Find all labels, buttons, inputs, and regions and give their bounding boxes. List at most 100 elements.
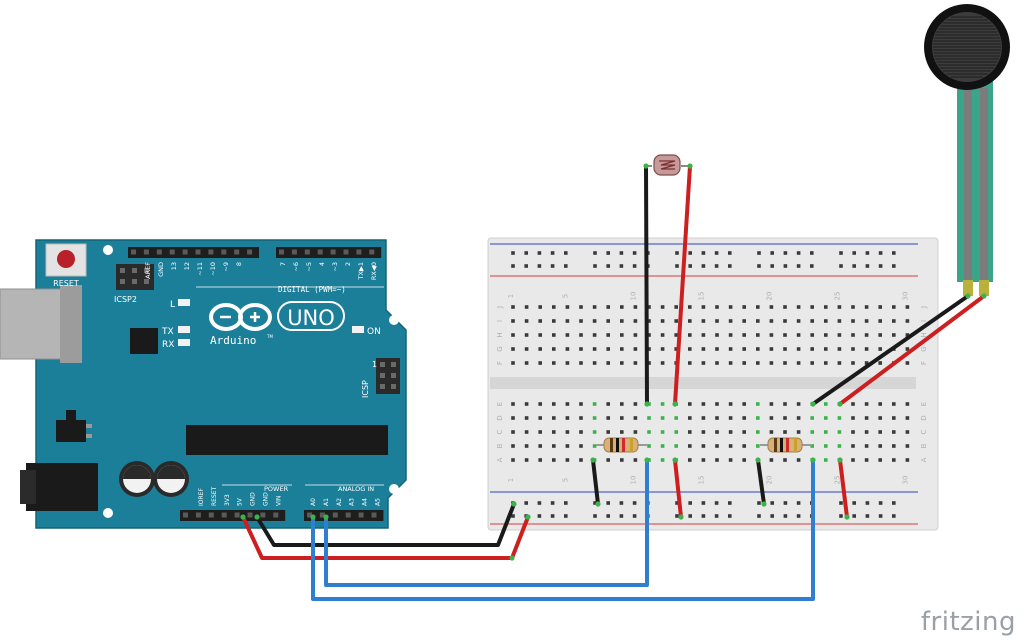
wire-fsr-red xyxy=(838,294,986,406)
power-label: POWER xyxy=(264,485,289,493)
column-number-top: 10 xyxy=(629,292,637,301)
row-letter: J xyxy=(496,306,504,309)
column-number-bottom: 5 xyxy=(561,478,569,482)
column-number-top: 5 xyxy=(561,294,569,298)
row-letter: H xyxy=(920,332,928,337)
analog-pin-label: A2 xyxy=(336,498,343,506)
row-letter: G xyxy=(496,346,504,351)
jumper-black-2 xyxy=(756,458,766,506)
analog-header xyxy=(304,510,384,521)
row-letter: B xyxy=(920,443,928,448)
column-number-top: 25 xyxy=(833,292,841,301)
wire-ldr-red xyxy=(673,164,692,406)
digital-pin-label: 13 xyxy=(170,262,178,270)
jumper-red-2 xyxy=(838,458,849,519)
row-letter: A xyxy=(496,457,504,462)
wire-endpoints xyxy=(240,163,987,561)
digital-pin-label: 7 xyxy=(279,262,287,266)
column-number-top: 20 xyxy=(765,292,773,301)
row-letter: C xyxy=(496,429,504,434)
jumper-red-1 xyxy=(673,458,683,519)
column-number-bottom: 10 xyxy=(629,476,637,485)
fritzing-brand-label: fritzing xyxy=(920,607,1016,637)
analog-pin-label: A5 xyxy=(375,498,382,506)
capacitor-2 xyxy=(153,461,189,497)
resistor-2 xyxy=(760,437,812,453)
wire-a0-blue xyxy=(311,458,815,601)
power-pin-label: RESET xyxy=(211,486,218,506)
digital-pin-label: AREF xyxy=(144,262,152,279)
analog-pin-label: A0 xyxy=(310,498,317,506)
digital-pin-label: TX▶1 xyxy=(357,262,365,281)
digital-pin-label: ~10 xyxy=(209,262,217,276)
row-letter: E xyxy=(496,402,504,406)
power-header xyxy=(180,510,286,521)
digital-pin-label: ~11 xyxy=(196,262,204,276)
power-pin-label: IOREF xyxy=(198,488,205,506)
digital-pin-label: 12 xyxy=(183,262,191,270)
digital-pin-label: GND xyxy=(157,262,165,277)
led-rx-label: RX xyxy=(162,340,174,350)
row-letter: G xyxy=(920,346,928,351)
digital-pin-label: 4 xyxy=(318,262,326,266)
analog-pin-label: A4 xyxy=(362,498,369,506)
column-number-bottom: 20 xyxy=(765,476,773,485)
digital-pin-label: RX◀0 xyxy=(370,262,378,280)
photoresistor xyxy=(646,154,690,176)
digital-pin-label: ~5 xyxy=(305,262,313,272)
analog-in-label: ANALOG IN xyxy=(338,485,374,493)
arduino-logo-icon xyxy=(209,303,272,331)
column-number-top: 15 xyxy=(697,292,705,301)
analog-pin-label: A1 xyxy=(323,498,330,506)
icsp2-label: ICSP2 xyxy=(114,295,137,304)
row-letter: H xyxy=(496,332,504,337)
led-on-label: ON xyxy=(367,327,381,337)
wire-ldr-black xyxy=(644,164,649,406)
row-letter: E xyxy=(920,402,928,406)
wires xyxy=(241,164,986,601)
wire-5v-red xyxy=(241,515,530,560)
capacitor-1 xyxy=(119,461,155,497)
uno-label: UNO xyxy=(287,306,335,330)
arduino-brand-label: Arduino xyxy=(210,334,256,347)
row-letter: D xyxy=(496,415,504,420)
power-pin-label: GND xyxy=(263,492,270,506)
trademark-label: TM xyxy=(266,334,273,339)
row-letter: F xyxy=(920,361,928,365)
row-letter: J xyxy=(920,306,928,309)
digital-pin-label: ~6 xyxy=(292,262,300,272)
led-tx-label: TX xyxy=(161,327,174,337)
row-letter: A xyxy=(920,457,928,462)
digital-pin-label: 2 xyxy=(344,262,352,266)
row-letter: C xyxy=(920,429,928,434)
fsr-sensing-area xyxy=(933,16,1001,78)
led-l-label: L xyxy=(170,300,175,310)
column-number-top: 30 xyxy=(901,292,909,301)
digital-pin-label: ~3 xyxy=(331,262,339,272)
row-letter: D xyxy=(920,415,928,420)
power-pin-labels: IOREF RESET 3V3 5V GND GND VIN xyxy=(198,486,282,506)
row-letter: I xyxy=(496,320,504,322)
icsp-pin1-label: 1 xyxy=(372,360,377,369)
row-letter: B xyxy=(496,443,504,448)
power-pin-label: 5V xyxy=(237,497,244,506)
power-pin-label: GND xyxy=(250,492,257,506)
digital-pin-label: ~9 xyxy=(222,262,230,272)
row-letter: I xyxy=(920,320,928,322)
power-pin-label: VIN xyxy=(275,496,282,506)
resistor-1 xyxy=(596,437,648,453)
icsp-label: ICSP xyxy=(361,380,370,398)
wire-gnd-black xyxy=(255,502,516,547)
reset-label: RESET xyxy=(53,279,79,288)
wire-a1-blue xyxy=(324,458,649,587)
power-pin-label: 3V3 xyxy=(224,494,231,506)
digital-pin-labels: AREF GND 13 12 ~11 ~10 ~9 8 7 ~6 ~5 4 ~3 2 TX▶1 RX◀0 xyxy=(144,262,378,281)
column-number-top: 1 xyxy=(507,294,515,298)
digital-pin-label: 8 xyxy=(235,262,243,266)
force-sensitive-resistor xyxy=(924,4,1010,296)
